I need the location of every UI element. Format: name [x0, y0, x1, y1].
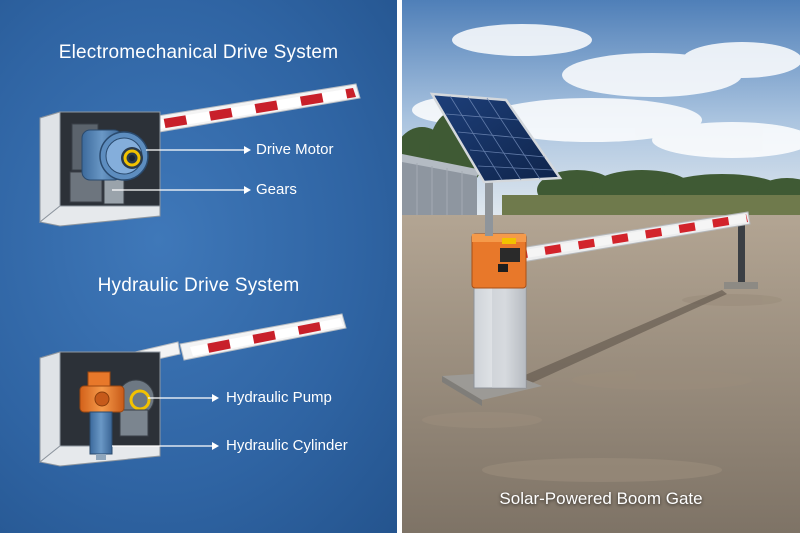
drive-motor-label: Drive Motor: [256, 141, 334, 158]
solar-boom-gate-photo: [402, 0, 800, 533]
hydraulic-pump-label: Hydraulic Pump: [226, 389, 332, 406]
hydraulic-cylinder-illustration: [89, 411, 113, 460]
diagram-illustration: [38, 83, 361, 467]
diagram-panel: Electromechanical Drive System Drive Mot…: [0, 0, 397, 533]
electromechanical-title: Electromechanical Drive System: [58, 42, 339, 63]
control-box: [471, 233, 527, 289]
hydraulic-cylinder-label: Hydraulic Cylinder: [226, 437, 348, 454]
electromechanical-unit: [38, 83, 361, 227]
photo-panel: Solar-Powered Boom Gate: [402, 0, 800, 533]
hydraulic-pump-illustration: [79, 371, 125, 413]
gears-label: Gears: [256, 181, 297, 198]
panel-divider: [397, 0, 402, 533]
solar-panel: [429, 92, 563, 184]
drive-motor-illustration: [81, 129, 149, 181]
hydraulic-unit: [38, 313, 347, 467]
clouds: [412, 24, 800, 158]
hydraulic-title: Hydraulic Drive System: [97, 275, 300, 296]
photo-caption: Solar-Powered Boom Gate: [499, 489, 703, 508]
